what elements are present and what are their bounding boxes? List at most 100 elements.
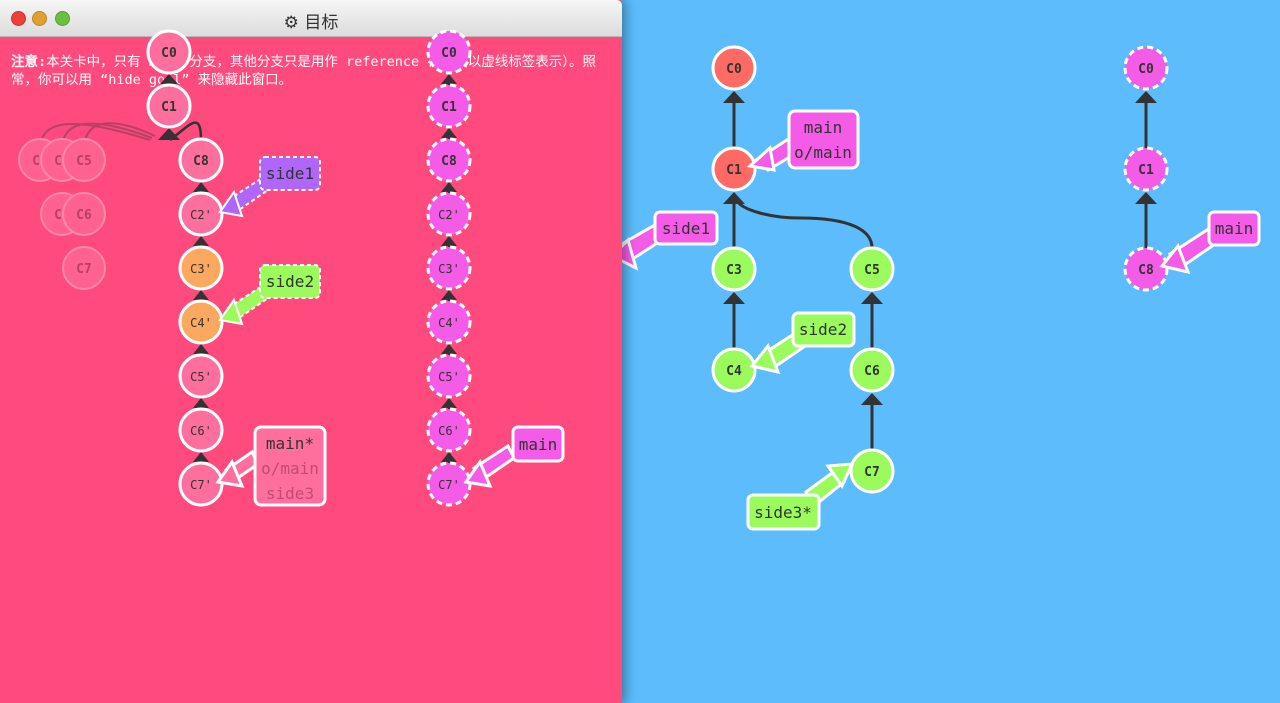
- commit-label: C1: [1138, 163, 1154, 178]
- svg-text:C6': C6': [438, 424, 460, 438]
- goal-commit-C6p: C6': [178, 407, 224, 453]
- branch-label-side1: side1: [662, 219, 710, 238]
- commit-label: C4: [726, 364, 742, 379]
- ghost-commit-C3: C3: [40, 138, 84, 182]
- ghost-commit-C4: C4: [40, 192, 84, 236]
- svg-text:C7': C7': [190, 478, 212, 492]
- ghost-tree: C2 C3 C5 C4 C6 C7: [18, 122, 156, 290]
- svg-text:C5: C5: [76, 154, 92, 169]
- goal-remote-commit-C3p: C3': [426, 245, 472, 291]
- goal-remote-branch-main: main: [463, 425, 565, 488]
- goal-window: ⚙ 目标 注意:本关卡中，只有 main 分支，其他分支只是用作 referen…: [0, 0, 622, 703]
- goal-remote-commit-C2p: C2': [426, 191, 472, 237]
- commit-C7[interactable]: C7: [849, 448, 895, 494]
- goal-commit-C0: C0: [146, 29, 192, 75]
- goal-branch-side2: side2: [218, 264, 321, 326]
- local-tree-arrowheads: [723, 91, 883, 405]
- svg-text:C0: C0: [161, 46, 177, 61]
- branch-label-main: main: [1215, 219, 1254, 238]
- commit-label: C0: [1138, 62, 1154, 77]
- remote-branch-main[interactable]: main: [1159, 210, 1261, 275]
- svg-text:C7': C7': [438, 478, 460, 492]
- commit-C5[interactable]: C5: [849, 246, 895, 292]
- branch-label-main: main: [804, 118, 843, 137]
- goal-branch-label-main: main*: [266, 434, 314, 453]
- local-tree-edges: [732, 100, 874, 450]
- goal-remote-commit-C6p: C6': [426, 407, 472, 453]
- svg-text:C6': C6': [190, 424, 212, 438]
- goal-commit-C1: C1: [146, 83, 192, 129]
- svg-text:C5': C5': [438, 370, 460, 384]
- goal-remote-branch-label-main: main: [519, 435, 558, 454]
- note-label: 注意:: [11, 54, 47, 70]
- branch-label-side3: side3*: [754, 503, 812, 522]
- window-titlebar[interactable]: ⚙ 目标: [0, 0, 622, 37]
- goal-branch-main: main* o/main side3: [215, 425, 327, 507]
- remote-commit-C1[interactable]: C1: [1123, 146, 1169, 192]
- remote-commit-C8[interactable]: C8: [1123, 246, 1169, 292]
- goal-branch-label-side1: side1: [266, 164, 314, 183]
- goal-remote-arrowheads: [441, 74, 457, 462]
- window-title-text: 目标: [304, 13, 339, 33]
- goal-branch-label-o-main: o/main: [261, 459, 319, 478]
- goal-visualization: C2 C3 C5 C4 C6 C7: [18, 29, 565, 507]
- goal-branch-label-side2: side2: [266, 272, 314, 291]
- goal-commit-C8: C8: [178, 137, 224, 183]
- svg-text:C8: C8: [441, 154, 457, 169]
- ghost-commit-C7: C7: [62, 246, 106, 290]
- commit-label: C5: [864, 263, 880, 278]
- svg-text:C2': C2': [190, 208, 212, 222]
- svg-text:C2': C2': [438, 208, 460, 222]
- ghost-commit-C5: C5: [62, 138, 106, 182]
- branch-side3[interactable]: side3*: [746, 462, 855, 531]
- commit-label: C7: [864, 465, 880, 480]
- commit-C3[interactable]: C3: [711, 246, 757, 292]
- svg-text:C0: C0: [441, 46, 457, 61]
- svg-text:C4: C4: [54, 208, 70, 223]
- goal-commit-C4p: C4': [178, 299, 224, 345]
- commit-C0[interactable]: C0: [711, 45, 757, 91]
- branch-side1[interactable]: side1: [609, 210, 719, 271]
- remote-commit-C0[interactable]: C0: [1123, 45, 1169, 91]
- commit-label: C0: [726, 62, 742, 77]
- svg-text:C4': C4': [190, 316, 212, 330]
- commit-label: C3: [726, 263, 742, 278]
- goal-remote-commit-C8: C8: [426, 137, 472, 183]
- goal-remote-commit-C5p: C5': [426, 353, 472, 399]
- goal-commit-C7p: C7': [178, 461, 224, 507]
- svg-text:C3: C3: [54, 154, 70, 169]
- goal-remote-commit-C7p: C7': [426, 461, 472, 507]
- remote-tree-arrowheads: [1135, 91, 1157, 204]
- svg-text:C1: C1: [161, 100, 177, 115]
- goal-local-arrowheads: [158, 74, 209, 462]
- commit-C4[interactable]: C4: [711, 347, 757, 393]
- gear-icon: ⚙: [283, 13, 299, 33]
- goal-remote-commits: C0 C1 C8 C2' C3' C4' C5' C6' C7': [426, 29, 472, 507]
- commit-C1[interactable]: C1: [711, 146, 757, 192]
- maximize-button[interactable]: [55, 11, 70, 26]
- svg-text:C6: C6: [76, 208, 92, 223]
- goal-commit-C5p: C5': [178, 353, 224, 399]
- commit-C6[interactable]: C6: [849, 347, 895, 393]
- window-title: ⚙ 目标: [0, 8, 622, 33]
- branch-main[interactable]: main o/main: [746, 109, 860, 172]
- goal-remote-commit-C1: C1: [426, 83, 472, 129]
- svg-text:C4': C4': [438, 316, 460, 330]
- svg-text:C2: C2: [32, 154, 48, 169]
- goal-commit-C3p: C3': [178, 245, 224, 291]
- branch-label-o-main: o/main: [794, 143, 852, 162]
- close-button[interactable]: [11, 11, 26, 26]
- svg-text:C1: C1: [441, 100, 457, 115]
- goal-branch-side1: side1: [218, 156, 321, 218]
- minimize-button[interactable]: [32, 11, 47, 26]
- svg-text:C5': C5': [190, 370, 212, 384]
- commit-label: C1: [726, 163, 742, 178]
- ghost-commit-C2: C2: [18, 138, 62, 182]
- commit-label: C6: [864, 364, 880, 379]
- branch-side2[interactable]: side2: [749, 311, 856, 375]
- svg-text:C3': C3': [438, 262, 460, 276]
- goal-remote-commit-C4p: C4': [426, 299, 472, 345]
- goal-remote-commit-C0: C0: [426, 29, 472, 75]
- svg-text:C8: C8: [193, 154, 209, 169]
